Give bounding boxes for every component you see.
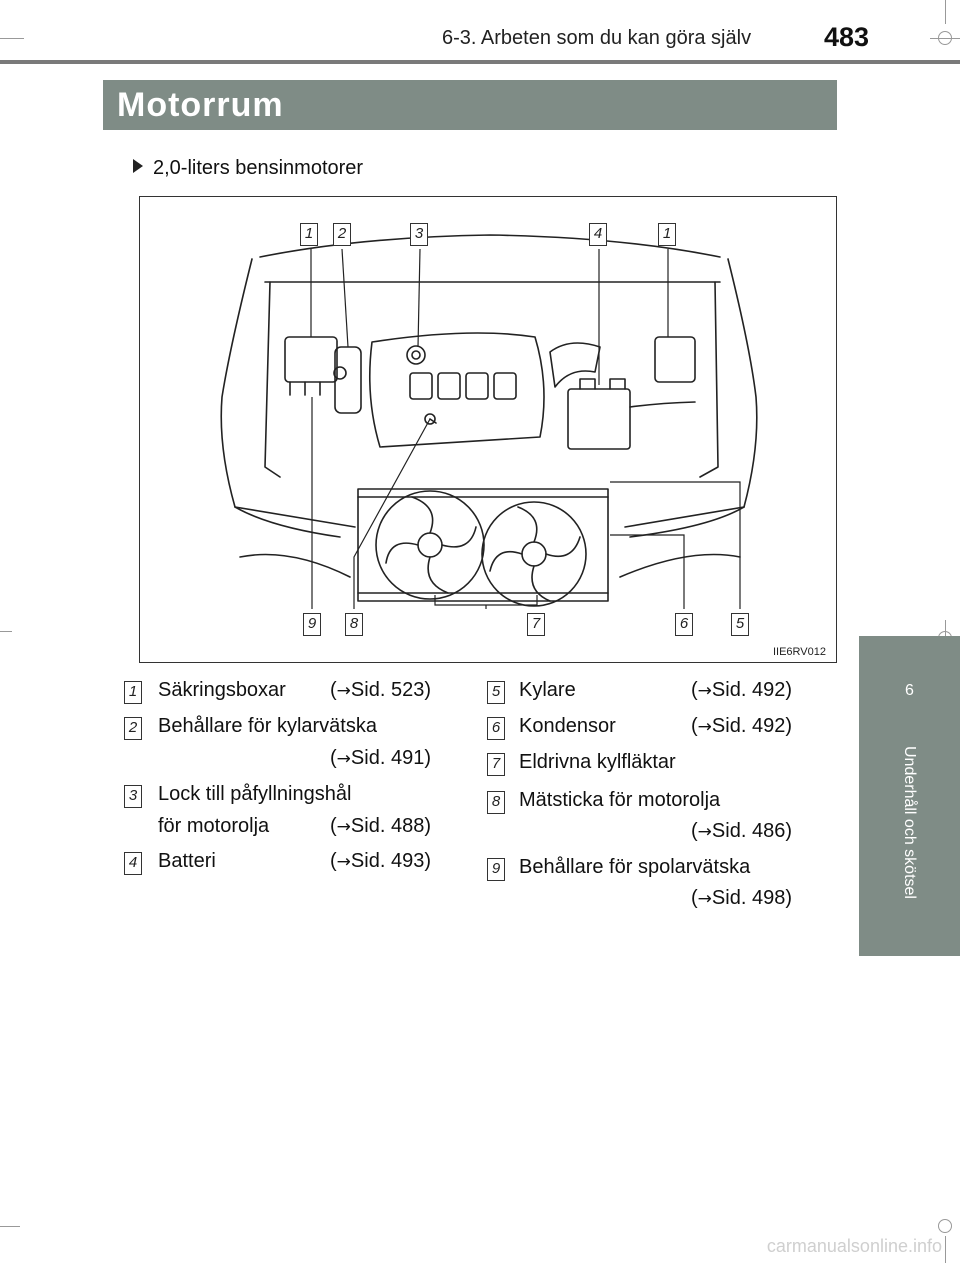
- list-item-label: Säkringsboxar: [158, 679, 286, 701]
- callout-1: 1: [300, 223, 318, 246]
- callout-4: 4: [589, 223, 607, 246]
- callout-2: 2: [333, 223, 351, 246]
- section-title-bar: Motorrum: [103, 80, 837, 130]
- crop-mark: [945, 1236, 946, 1263]
- list-item-label: Mätsticka för motorolja: [519, 789, 721, 811]
- list-number-4: 4: [124, 852, 142, 875]
- crop-mark: [0, 38, 24, 39]
- list-number-2: 2: [124, 717, 142, 740]
- triangle-bullet-icon: [133, 159, 143, 173]
- list-item-ref: (→Sid. 488): [330, 815, 431, 837]
- list-number-7: 7: [487, 753, 505, 776]
- header-rule: [0, 60, 960, 64]
- figure-code: IIE6RV012: [772, 646, 826, 658]
- list-item-label: Kondensor: [519, 715, 616, 737]
- section-title: Motorrum: [117, 86, 284, 124]
- list-item-label: Lock till påfyllningshål: [158, 783, 352, 805]
- side-tab-number: 6: [905, 682, 914, 699]
- list-number-5: 5: [487, 681, 505, 704]
- list-item-label: Eldrivna kylfläktar: [519, 751, 676, 773]
- chapter-side-tab: 6 Underhåll och skötsel: [859, 636, 960, 956]
- registration-mark: [938, 31, 952, 45]
- list-item-label: Behållare för kylarvätska: [158, 715, 377, 737]
- callout-7: 7: [527, 613, 545, 636]
- side-tab-label: Underhåll och skötsel: [901, 746, 918, 899]
- list-number-6: 6: [487, 717, 505, 740]
- page-number: 483: [824, 22, 870, 52]
- list-item-label: Batteri: [158, 850, 216, 872]
- registration-mark: [938, 1219, 952, 1233]
- list-item-ref: (→Sid. 523): [330, 679, 431, 701]
- list-item-ref: (→Sid. 491): [330, 747, 431, 769]
- list-item-ref: (→Sid. 498): [691, 887, 792, 909]
- watermark-url: carmanualsonline.info: [766, 1236, 942, 1256]
- list-item-label: Behållare för spolarvätska: [519, 856, 751, 878]
- callout-9: 9: [303, 613, 321, 636]
- list-number-8: 8: [487, 791, 505, 814]
- engine-subtitle: 2,0-liters bensinmotorer: [133, 157, 363, 180]
- engine-bay-illustration: 1 2 3 4 1 9 8 7 6 5 IIE6RV012: [139, 196, 837, 663]
- callout-3: 3: [410, 223, 428, 246]
- list-item-ref: (→Sid. 492): [691, 679, 792, 701]
- callout-5: 5: [731, 613, 749, 636]
- crop-mark: [0, 631, 12, 632]
- list-number-1: 1: [124, 681, 142, 704]
- list-number-9: 9: [487, 858, 505, 881]
- crop-mark: [945, 0, 946, 24]
- chapter-heading: 6-3. Arbeten som du kan göra själv: [442, 27, 752, 49]
- crop-mark: [0, 1226, 20, 1227]
- list-item-label: Kylare: [519, 679, 576, 701]
- list-item-ref: (→Sid. 493): [330, 850, 431, 872]
- list-number-3: 3: [124, 785, 142, 808]
- engine-subtitle-text: 2,0-liters bensinmotorer: [153, 157, 364, 179]
- callout-8: 8: [345, 613, 363, 636]
- callout-6: 6: [675, 613, 693, 636]
- list-item-ref: (→Sid. 486): [691, 820, 792, 842]
- list-item-label-line2: för motorolja: [158, 815, 270, 837]
- callout-1b: 1: [658, 223, 676, 246]
- list-item-ref: (→Sid. 492): [691, 715, 792, 737]
- engine-bay-drawing: [220, 234, 758, 609]
